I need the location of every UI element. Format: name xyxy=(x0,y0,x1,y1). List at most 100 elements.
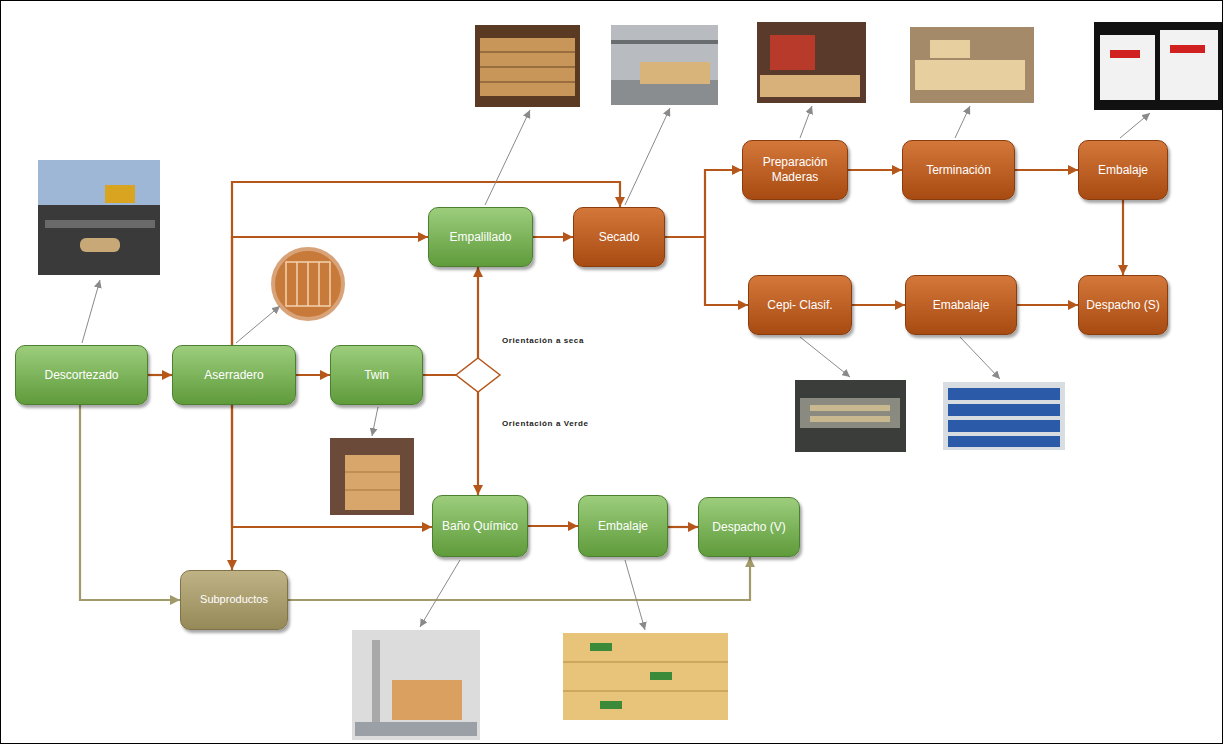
leader-line xyxy=(800,337,850,377)
photo-drying xyxy=(611,40,718,44)
process-box: Baño Químico xyxy=(432,495,528,557)
box-label: Despacho (V) xyxy=(712,520,785,535)
box-label: Cepi- Clasif. xyxy=(767,298,832,313)
flow-arrow xyxy=(848,169,902,171)
photo-wrapping xyxy=(943,382,1065,450)
photo-twin xyxy=(345,472,400,473)
photo-wrapping xyxy=(948,420,1060,432)
edge-label: Orientación a seca xyxy=(500,336,586,345)
flow-arrow xyxy=(852,304,905,306)
photo-debarking xyxy=(38,205,160,275)
photo-packing xyxy=(1160,30,1218,100)
photo-debarking xyxy=(80,238,120,252)
log-section-icon xyxy=(273,249,343,319)
photo-green-packs xyxy=(590,643,612,651)
photo-green-packs xyxy=(563,633,728,720)
photo-green-packs xyxy=(563,662,728,663)
photo-twin xyxy=(345,490,400,491)
photo-green-packs xyxy=(600,701,622,709)
photo-dip xyxy=(392,680,462,720)
photo-planing xyxy=(810,416,890,422)
leader-line xyxy=(372,407,378,436)
photo-stacking xyxy=(475,25,580,107)
photo-drying xyxy=(611,25,718,105)
box-label: Embalaje xyxy=(1098,163,1148,178)
decision-diamond xyxy=(456,358,500,392)
box-label: Embalaje xyxy=(598,519,648,534)
photo-stacking xyxy=(480,82,575,83)
leader-line xyxy=(485,110,530,205)
box-label: Preparación Maderas xyxy=(750,155,840,185)
process-box: Empalillado xyxy=(428,207,533,267)
flow-arrow xyxy=(288,557,750,600)
flow-arrow xyxy=(668,526,698,528)
box-label: Descortezado xyxy=(44,368,118,383)
process-box: Descortezado xyxy=(15,345,148,405)
process-box: Subproductos xyxy=(180,570,288,630)
photo-packing xyxy=(1110,50,1140,58)
flow-arrow xyxy=(232,182,620,345)
edge-label: Orientación a Verde xyxy=(500,419,591,428)
process-box: Aserradero xyxy=(172,345,296,405)
leader-line xyxy=(1120,113,1150,138)
leader-line xyxy=(236,306,280,343)
photo-stacking xyxy=(480,67,575,68)
box-label: Subproductos xyxy=(200,593,268,607)
photo-green-packs xyxy=(563,691,728,692)
flow-arrow xyxy=(232,405,432,527)
process-box: Twin xyxy=(330,345,423,405)
log-section-icon xyxy=(296,262,298,306)
photo-planing xyxy=(800,398,900,428)
photo-preparation xyxy=(757,22,866,103)
flow-arrow xyxy=(232,237,428,345)
process-box: Cepi- Clasif. xyxy=(748,275,852,335)
photo-packing xyxy=(1170,45,1205,53)
flow-arrow xyxy=(148,374,172,376)
photo-debarking xyxy=(105,185,135,203)
flow-arrow xyxy=(665,237,748,305)
log-section-icon xyxy=(318,262,320,306)
flow-arrow xyxy=(296,374,330,376)
box-label: Baño Químico xyxy=(442,519,518,534)
photo-wrapping xyxy=(948,404,1060,416)
flow-arrow xyxy=(231,405,233,570)
photo-finishing xyxy=(930,40,970,58)
box-label: Empalillado xyxy=(449,230,511,245)
photo-stacking xyxy=(480,38,575,96)
leader-line xyxy=(420,560,460,627)
photo-twin xyxy=(330,438,414,515)
flow-arrow xyxy=(1015,169,1078,171)
process-box: Secado xyxy=(573,207,665,267)
photo-dip xyxy=(355,722,477,736)
flow-arrow xyxy=(423,267,478,375)
flow-arrow xyxy=(80,405,180,600)
photo-planing xyxy=(795,380,906,452)
flow-arrow xyxy=(423,375,478,495)
photo-finishing xyxy=(915,60,1025,90)
photo-wrapping xyxy=(948,436,1060,447)
log-section-icon xyxy=(307,262,309,306)
photo-green-packs xyxy=(650,672,672,680)
photo-dip xyxy=(352,630,480,740)
process-box: Despacho (S) xyxy=(1078,275,1168,335)
flow-arrow xyxy=(1122,200,1124,275)
box-label: Secado xyxy=(599,230,640,245)
leader-line xyxy=(625,108,670,205)
photo-packing xyxy=(1094,22,1222,110)
leader-line xyxy=(960,337,1000,379)
photo-debarking xyxy=(38,160,160,275)
photo-twin xyxy=(345,455,400,510)
process-box: Despacho (V) xyxy=(698,497,800,557)
flow-arrow xyxy=(533,236,573,238)
photo-dip xyxy=(372,640,380,735)
box-label: Terminación xyxy=(926,163,991,178)
flow-arrow xyxy=(665,170,742,237)
flow-arrow xyxy=(1017,304,1078,306)
photo-planing xyxy=(810,405,890,411)
photo-preparation xyxy=(770,35,815,70)
process-box: Embalaje xyxy=(578,495,668,557)
box-label: Aserradero xyxy=(204,368,263,383)
photo-packing xyxy=(1100,35,1155,100)
process-box: Terminación xyxy=(902,140,1015,200)
